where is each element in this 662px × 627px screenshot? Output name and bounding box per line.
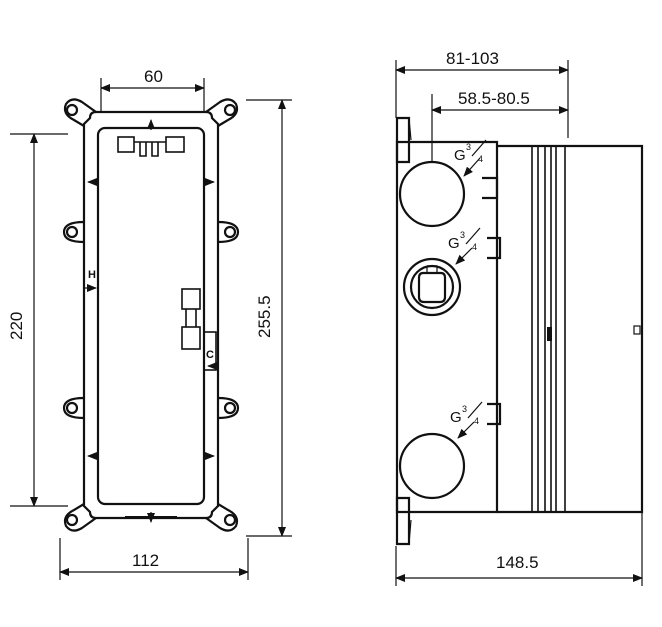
svg-text:G: G — [454, 147, 466, 164]
svg-text:3: 3 — [460, 230, 465, 240]
dim-front-height-total-label: 255.5 — [255, 295, 274, 338]
dim-side-depth-total: 148.5 — [395, 512, 643, 586]
top-slot — [117, 119, 185, 523]
dim-front-height-inner: 220 — [7, 133, 68, 507]
thread-label-middle: G 3 4 — [448, 227, 481, 265]
svg-text:3: 3 — [462, 404, 467, 414]
dim-front-width-total-label: 112 — [132, 551, 159, 570]
dim-front-top-width: 60 — [100, 67, 205, 112]
svg-text:4: 4 — [474, 416, 479, 426]
dim-side-depth-range-label: 81-103 — [446, 49, 499, 68]
svg-text:G: G — [448, 235, 460, 252]
cold-label: C — [206, 349, 214, 361]
svg-text:G: G — [450, 409, 462, 426]
front-outer-frame — [82, 110, 220, 520]
svg-text:4: 4 — [478, 154, 483, 164]
dim-front-height-total: 255.5 — [246, 99, 292, 537]
side-ports — [482, 176, 502, 426]
dim-front-width-total: 112 — [59, 538, 249, 580]
flow-arrows — [84, 178, 218, 460]
dim-front-top-width-label: 60 — [144, 67, 163, 86]
top-outlet — [398, 160, 466, 228]
side-view: G 3 4 G 3 4 G 3 4 81-103 — [395, 49, 644, 586]
dim-side-depth-inner: 58.5-80.5 — [431, 89, 569, 162]
cover-sleeve — [497, 144, 644, 514]
thread-label-bottom: G 3 4 — [450, 401, 483, 439]
mounting-ears — [62, 98, 240, 532]
front-inner-frame — [96, 126, 206, 506]
dim-side-depth-inner-label: 58.5-80.5 — [458, 89, 530, 108]
hot-label: H — [88, 269, 96, 281]
bottom-outlet — [398, 432, 466, 500]
dim-side-depth-total-label: 148.5 — [496, 553, 539, 572]
middle-slot — [181, 288, 217, 371]
front-view: H C 60 220 255.5 112 — [7, 67, 292, 580]
cartridge — [402, 257, 462, 317]
dim-front-height-inner-label: 220 — [7, 312, 26, 340]
dim-side-depth-range: 81-103 — [395, 49, 569, 138]
thread-label-top: G 3 4 — [454, 139, 487, 177]
svg-text:4: 4 — [472, 242, 477, 252]
svg-text:3: 3 — [466, 142, 471, 152]
